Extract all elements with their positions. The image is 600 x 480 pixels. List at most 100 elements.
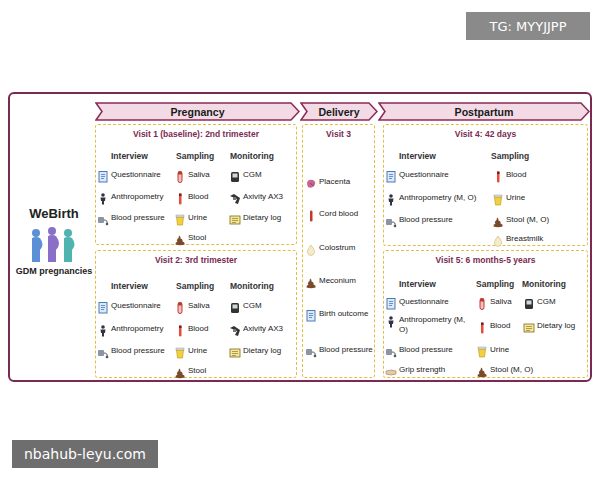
phase-arrow: Delivery — [300, 102, 378, 121]
watermark: nbahub-leyu.com — [12, 440, 158, 468]
item-icon — [174, 300, 186, 318]
item-icon — [385, 344, 397, 362]
study-name: WeBirth — [12, 206, 96, 221]
item-icon — [305, 208, 317, 226]
visit-title: Visit 5: 6 months-5 years — [384, 255, 587, 265]
column-header: Interview — [111, 281, 148, 291]
item-icon — [476, 320, 488, 338]
item-icon — [229, 300, 241, 318]
item-label: Anthropometry — [111, 324, 163, 334]
item-icon — [97, 323, 109, 341]
item-label: Blood — [188, 324, 208, 334]
item-icon — [174, 323, 186, 341]
item-label: Saliva — [188, 301, 210, 311]
item-label: Questionnaire — [399, 170, 449, 180]
item-icon — [385, 296, 397, 314]
item-icon — [174, 345, 186, 363]
item-label: Colostrum — [319, 243, 355, 253]
item-icon — [492, 233, 504, 251]
item-label: Grip strength — [399, 365, 445, 375]
item-icon — [229, 169, 241, 187]
item-label: Urine — [490, 345, 509, 355]
visit-title: Visit 4: 42 days — [384, 129, 587, 139]
item-label: Anthropometry — [111, 192, 163, 202]
item-label: Blood pressure — [399, 345, 453, 355]
item-icon — [492, 192, 504, 210]
item-icon — [523, 296, 535, 314]
item-label: Questionnaire — [111, 301, 161, 311]
item-icon — [97, 212, 109, 230]
phase-label: Postpartum — [378, 102, 590, 121]
item-icon — [385, 214, 397, 232]
column-header: Interview — [399, 151, 436, 161]
item-label: Stool — [188, 233, 206, 243]
phase-arrow: Pregnancy — [95, 102, 300, 121]
item-label: Blood pressure — [111, 213, 165, 223]
item-label: Meconium — [319, 276, 356, 286]
cohort-label: GDM pregnancies — [12, 266, 96, 276]
item-icon — [385, 364, 397, 382]
column-header: Interview — [111, 151, 148, 161]
item-icon — [305, 344, 317, 362]
item-label: Saliva — [188, 170, 210, 180]
item-icon — [492, 169, 504, 187]
column-header: Monitoring — [230, 281, 274, 291]
item-label: Cord blood — [319, 209, 358, 219]
item-icon — [523, 320, 535, 338]
item-icon — [174, 191, 186, 209]
visit-box: Visit 1 (baseline): 2nd trimesterIntervi… — [95, 124, 297, 245]
item-icon — [305, 176, 317, 194]
column-header: Interview — [399, 279, 436, 289]
item-label: CGM — [537, 297, 556, 307]
item-label: Blood pressure — [111, 346, 165, 356]
column-header: Sampling — [176, 281, 214, 291]
item-label: Blood — [188, 192, 208, 202]
item-icon — [305, 242, 317, 260]
item-label: Stool (M, O) — [490, 365, 533, 375]
item-icon — [476, 296, 488, 314]
column-header: Sampling — [176, 151, 214, 161]
item-icon — [385, 169, 397, 187]
item-icon — [229, 345, 241, 363]
item-label: Axivity AX3 — [243, 192, 283, 202]
phase-label: Pregnancy — [95, 102, 300, 121]
visit-box: Visit 2: 3rd trimesterInterview Sampling M… — [95, 250, 297, 378]
item-label: Urine — [506, 193, 525, 203]
visit-box: Visit 5: 6 months-5 yearsInterviewSampli… — [383, 250, 588, 378]
item-icon — [174, 365, 186, 383]
item-label: CGM — [243, 301, 262, 311]
item-label: Questionnaire — [399, 297, 449, 307]
item-label: Urine — [188, 213, 207, 223]
item-label: Breastmilk — [506, 234, 543, 244]
item-label: Blood — [506, 170, 526, 180]
item-icon — [97, 191, 109, 209]
item-label: Dietary log — [243, 213, 281, 223]
item-label: Stool — [188, 366, 206, 376]
item-icon — [385, 192, 397, 210]
item-icon — [97, 345, 109, 363]
item-label: Axivity AX3 — [243, 324, 283, 334]
item-icon — [229, 323, 241, 341]
item-label: Questionnaire — [111, 170, 161, 180]
visit-box: Visit 3PlacentaCord bloodColostrumMeconi… — [302, 124, 375, 378]
pregnant-women-icon — [32, 227, 75, 262]
item-label: Stool (M, O) — [506, 215, 549, 225]
item-icon — [174, 212, 186, 230]
item-icon — [492, 214, 504, 232]
item-label: Birth outcome — [319, 309, 368, 319]
column-header: Sampling — [491, 151, 529, 161]
phase-label: Delivery — [300, 102, 378, 121]
watermark: TG: MYYJJPP — [466, 12, 590, 40]
item-label: Blood pressure — [399, 215, 453, 225]
item-label: Saliva — [490, 297, 512, 307]
item-label: Placenta — [319, 177, 350, 187]
phase-arrow: Postpartum — [378, 102, 590, 121]
item-icon — [229, 212, 241, 230]
visit-title: Visit 2: 3rd trimester — [96, 255, 296, 265]
item-label: Blood — [490, 321, 510, 331]
item-icon — [174, 232, 186, 250]
study-frame: WeBirthGDM pregnanciesPregnancyDeliveryP… — [8, 92, 592, 382]
item-icon — [97, 169, 109, 187]
item-label: Anthropometry (M, O) — [399, 315, 469, 335]
item-icon — [305, 308, 317, 326]
